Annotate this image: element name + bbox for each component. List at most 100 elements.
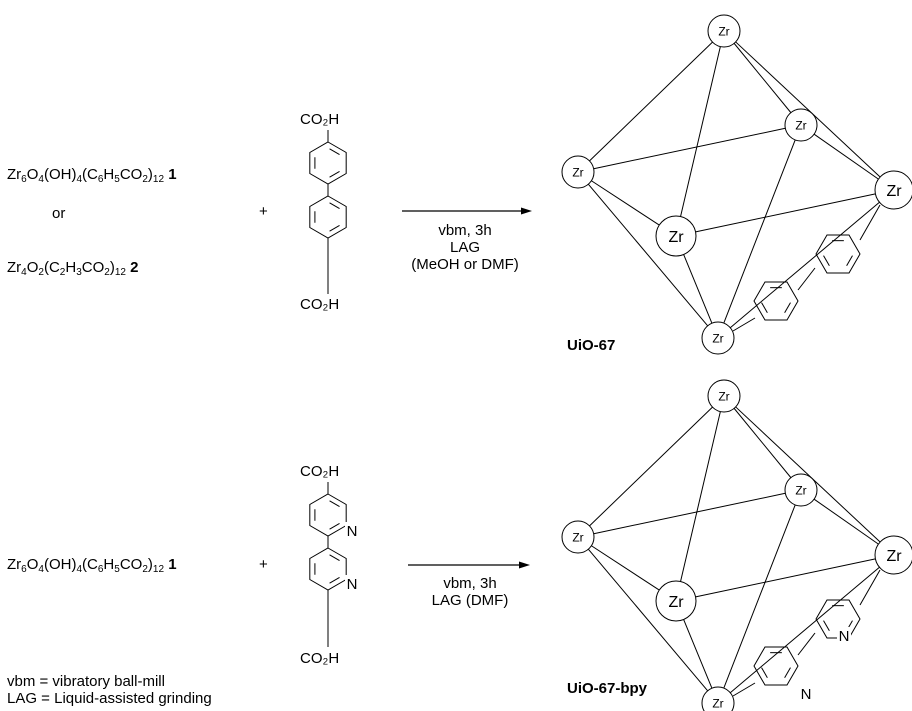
reactant-2-formula: Zr4O2(C2H3CO2)12 2 — [7, 259, 139, 278]
uio67-cluster-linker-ring-2-double-bond — [823, 255, 830, 266]
uio67bpy-cluster-zr-node — [561, 520, 595, 554]
uio67-cluster-linker-bond-b — [797, 267, 816, 291]
product-2-label: UiO-67-bpy — [567, 680, 648, 697]
uio67-cluster-edge — [813, 133, 879, 180]
uio67bpy-cluster-zr-node — [701, 686, 735, 711]
plus-sign-1: + — [259, 203, 268, 220]
linker1-top-label: CO₂H — [300, 111, 340, 128]
linker1-ring-lower-double-bond — [329, 202, 340, 209]
n-label-bg — [345, 522, 359, 538]
uio67-cluster-zr-label: Zr — [718, 25, 729, 39]
uio67-cluster-zr-node — [701, 321, 735, 355]
compound-number-2: 2 — [130, 259, 139, 276]
linker2-top-label: CO₂H — [300, 463, 340, 480]
uio67bpy-cluster-pyridine-n-label: N — [839, 628, 850, 645]
formula-1b: Zr6O4(OH)4(C6H5CO2)12 — [7, 556, 165, 575]
linker1-bottom-label: CO₂H — [300, 296, 340, 313]
arrow-2-head — [519, 561, 530, 569]
linker2-bottom-label: CO₂H — [300, 650, 340, 667]
uio67bpy-cluster-zr-node — [784, 473, 818, 507]
uio67bpy-cluster-zr-label: Zr — [795, 484, 806, 498]
uio67-cluster-edge — [587, 183, 709, 327]
linker2-ring-lower-double-bond — [329, 577, 340, 584]
n-label-bg — [345, 575, 359, 591]
uio67bpy-cluster-edge — [587, 548, 709, 692]
plus-sign-2: + — [259, 556, 268, 573]
uio67-cluster-edge — [683, 254, 713, 324]
uio67bpy-cluster-zr-label: Zr — [572, 531, 583, 545]
uio67bpy-cluster-edge — [591, 545, 660, 591]
uio67-cluster-edge — [589, 41, 713, 162]
uio67bpy-cluster-edge — [813, 498, 879, 545]
uio67bpy-cluster-pyridine-n-label: N — [801, 686, 812, 703]
uio67-cluster-linker-ring-2 — [815, 234, 861, 274]
linker2-ring-upper-double-bond — [329, 500, 340, 507]
uio67-cluster-zr-label: Zr — [668, 229, 684, 246]
uio67bpy-cluster-zr-node — [707, 379, 741, 413]
uio67-cluster-edge — [723, 139, 796, 324]
linker2-ring-upper-double-bond — [329, 523, 340, 530]
uio67bpy-cluster-linker-ring-1-double-bond — [784, 667, 791, 678]
uio67-cluster-edge — [733, 43, 792, 113]
uio67bpy-cluster-edge — [589, 406, 713, 527]
n-label-bg — [837, 627, 851, 643]
uio67bpy-cluster-zr-node — [874, 535, 912, 575]
uio67-cluster-edge — [729, 201, 880, 329]
uio67bpy-cluster-zr-label: Zr — [668, 594, 684, 611]
uio67bpy-cluster-edge — [683, 619, 713, 689]
uio67-cluster-zr-label: Zr — [886, 183, 902, 200]
conditions-1-line3: (MeOH or DMF) — [411, 256, 519, 273]
conditions-2-line1: vbm, 3h — [443, 575, 497, 592]
uio67-cluster-linker-ring-1-double-bond — [761, 302, 768, 313]
uio67bpy-cluster-edge — [680, 411, 721, 582]
uio67-cluster-zr-node — [561, 155, 595, 189]
product-1-label: UiO-67 — [567, 337, 616, 354]
linker1-ring-lower-double-bond — [329, 225, 340, 232]
uio67bpy-cluster-linker-bond-b — [797, 632, 816, 656]
or-text: or — [52, 205, 66, 222]
uio67-cluster-edge — [591, 180, 660, 226]
conditions-1-line1: vbm, 3h — [438, 222, 492, 239]
uio67-cluster-linker-ring-1 — [753, 281, 799, 321]
uio67-cluster-linker-bond-a — [732, 317, 756, 332]
uio67-cluster-linker-ring-1-double-bond — [784, 302, 791, 313]
uio67bpy-cluster-edge — [695, 558, 876, 598]
linker2-ring-lower-double-bond — [329, 554, 340, 561]
footnote-vbm: vbm = vibratory ball-mill — [7, 673, 165, 690]
uio67bpy-cluster-edge — [593, 492, 786, 535]
uio67bpy-cluster-linker-ring-1-double-bond — [761, 667, 768, 678]
compound-number-1b: 1 — [168, 556, 177, 573]
arrow-1-head — [521, 207, 532, 215]
footnote-lag: LAG = Liquid-assisted grinding — [7, 690, 212, 707]
n-label-bg — [799, 685, 813, 701]
uio67bpy-cluster-linker-ring-2-double-bond — [823, 620, 830, 631]
uio67-cluster-zr-node — [784, 108, 818, 142]
uio67-cluster-edge — [735, 41, 881, 178]
reactant-1-formula-rxn2: Zr6O4(OH)4(C6H5CO2)12 1 — [7, 556, 177, 575]
uio67-cluster-zr-node — [874, 170, 912, 210]
linker1-ring-upper-double-bond — [329, 171, 340, 178]
uio67-cluster-zr-label: Zr — [572, 166, 583, 180]
uio67-cluster-zr-node — [655, 215, 697, 257]
uio67bpy-cluster-linker-bond-a — [732, 682, 756, 697]
uio67bpy-cluster-zr-node — [655, 580, 697, 622]
uio67-cluster-edge — [593, 127, 786, 170]
uio67-cluster-zr-node — [707, 14, 741, 48]
linker1-ring-upper-double-bond — [329, 148, 340, 155]
uio67bpy-cluster-zr-label: Zr — [886, 548, 902, 565]
uio67-cluster-edge — [695, 193, 876, 233]
uio67bpy-cluster-edge — [733, 408, 792, 478]
formula-1a: Zr6O4(OH)4(C6H5CO2)12 — [7, 166, 165, 185]
uio67bpy-cluster-edge — [735, 406, 881, 543]
compound-number-1: 1 — [168, 166, 177, 183]
uio67-cluster-linker-bond-c — [859, 204, 881, 241]
uio67bpy-cluster-linker-bond-c — [859, 569, 881, 606]
conditions-2-line2: LAG (DMF) — [431, 592, 509, 609]
uio67-cluster-edge — [680, 46, 721, 217]
uio67bpy-cluster-zr-label: Zr — [718, 390, 729, 404]
uio67-cluster-zr-label: Zr — [795, 119, 806, 133]
formula-2: Zr4O2(C2H3CO2)12 — [7, 259, 126, 278]
pyridine-n-label-1: N — [347, 523, 358, 540]
uio67bpy-cluster-zr-label: Zr — [712, 697, 723, 711]
